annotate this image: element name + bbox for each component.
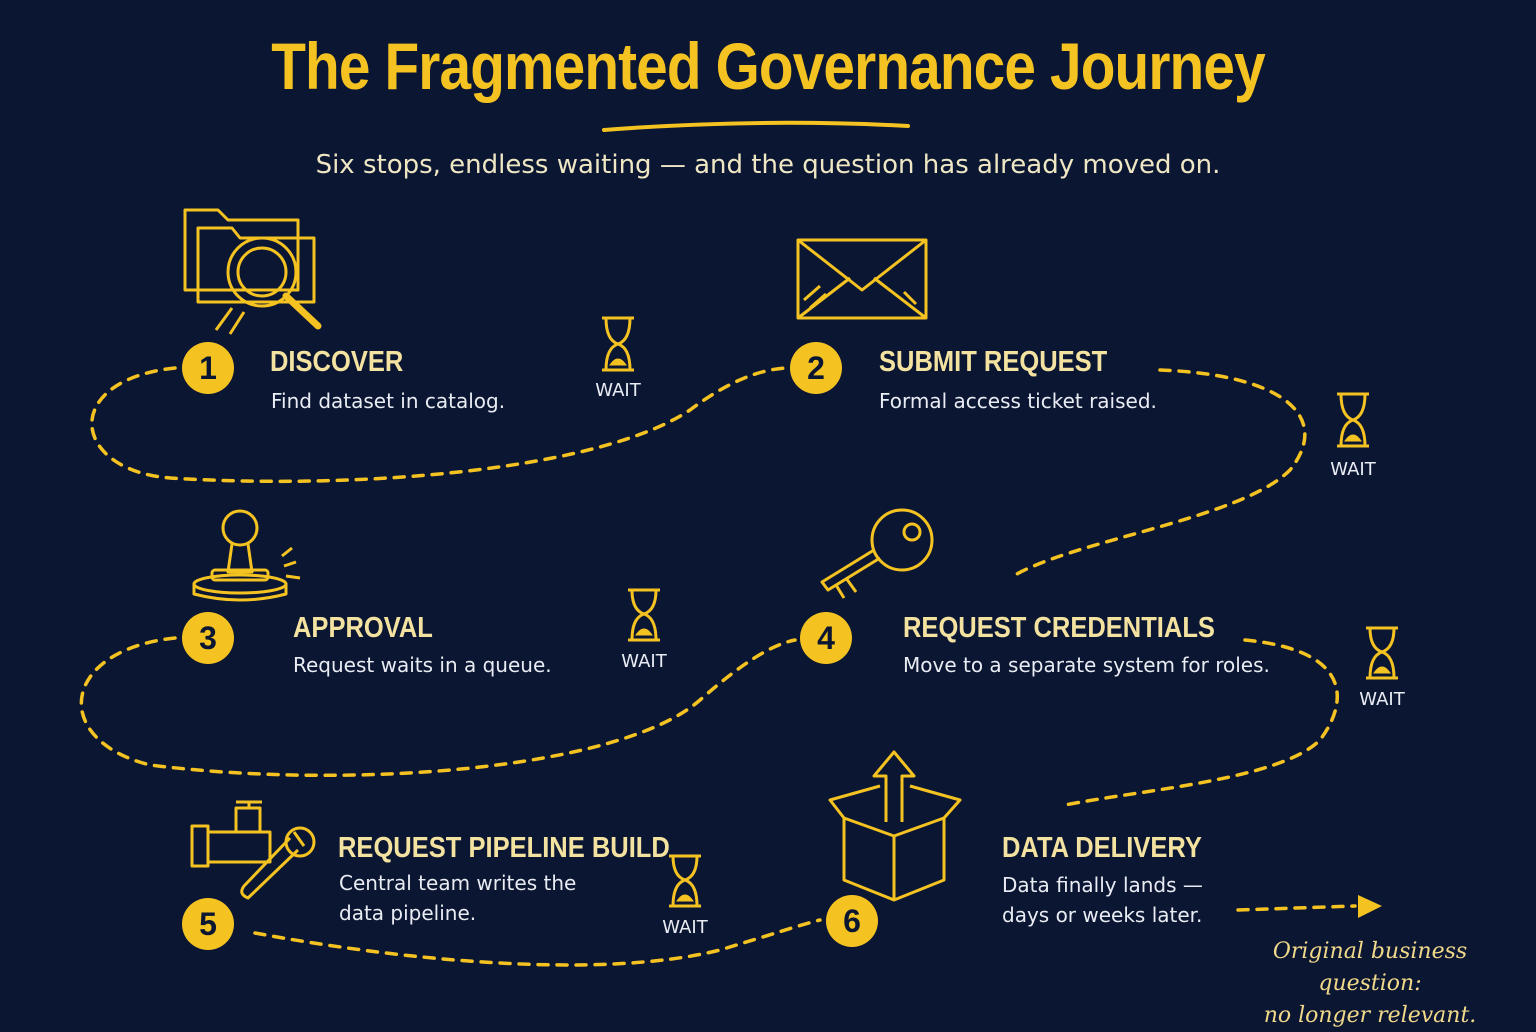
step-3-title: APPROVAL [293, 612, 433, 644]
step-4-badge: 4 [800, 612, 852, 664]
envelope-icon [796, 238, 928, 320]
wait-label: WAIT [1330, 459, 1376, 480]
step-6-title: DATA DELIVERY [1002, 832, 1202, 864]
hourglass-icon [1337, 392, 1369, 448]
step-2-description: Formal access ticket raised. [879, 389, 1157, 413]
step-3-description: Request waits in a queue. [293, 653, 552, 677]
step-2-badge: 2 [790, 342, 842, 394]
step-5-badge: 5 [182, 898, 234, 950]
step-4-description: Move to a separate system for roles. [903, 653, 1270, 677]
step-6-badge: 6 [826, 895, 878, 947]
step-5-description-line2: data pipeline. [339, 901, 477, 925]
hourglass-icon [669, 854, 701, 908]
page-title: The Fragmented Governance Journey [271, 29, 1265, 103]
step-1-description: Find dataset in catalog. [271, 389, 506, 413]
arrowhead-icon [1358, 895, 1382, 918]
pipe-wrench-icon [190, 800, 316, 900]
step-5-title: REQUEST PIPELINE BUILD [338, 832, 670, 864]
step-6-description-line1: Data finally lands — [1002, 873, 1203, 897]
hourglass-icon [602, 316, 634, 372]
hourglass-icon [628, 588, 660, 642]
footnote: Original business question: no longer re… [1220, 936, 1520, 1032]
wait-label: WAIT [1359, 689, 1405, 710]
step-2-title: SUBMIT REQUEST [879, 346, 1108, 378]
wait-label: WAIT [662, 917, 708, 938]
hourglass-icon [1366, 626, 1398, 680]
journey-path [79, 366, 1357, 967]
page-subtitle: Six stops, endless waiting — and the que… [315, 150, 1221, 180]
title-underline [602, 120, 910, 132]
footnote-line2: no longer relevant. [1263, 1003, 1477, 1028]
step-6-description-line2: days or weeks later. [1002, 903, 1203, 927]
rubber-stamp-icon [192, 509, 301, 602]
folder-magnifier-icon [183, 208, 322, 335]
wait-label: WAIT [621, 651, 667, 672]
step-4-title: REQUEST CREDENTIALS [903, 612, 1215, 644]
step-1-title: DISCOVER [270, 346, 404, 378]
step-1-badge: 1 [182, 342, 234, 394]
key-icon [820, 508, 934, 599]
footnote-line1: Original business question: [1272, 939, 1468, 996]
box-arrow-icon [828, 750, 962, 902]
wait-label: WAIT [595, 380, 641, 401]
step-3-badge: 3 [182, 612, 234, 664]
step-5-description-line1: Central team writes the [339, 871, 577, 895]
